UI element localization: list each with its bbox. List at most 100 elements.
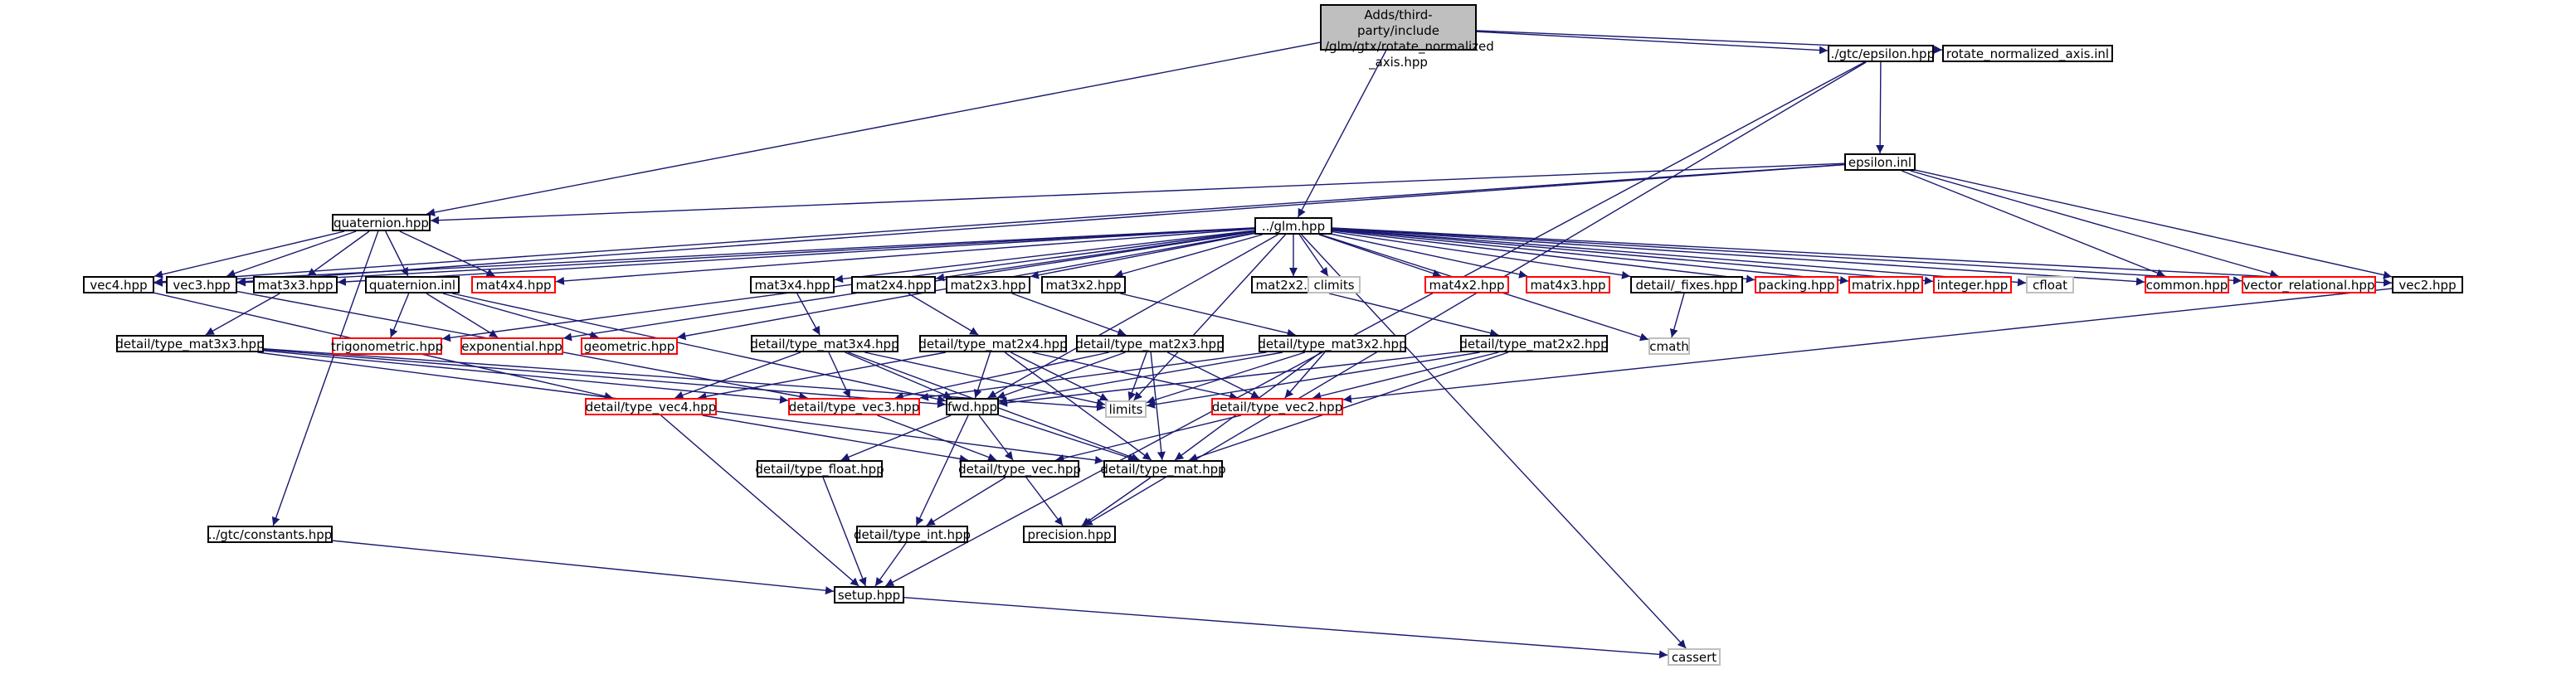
node-detail-type-mat-hpp[interactable]: detail/type_mat.hpp — [1100, 460, 1226, 478]
edge-type_mat2x2-to-limits — [1146, 352, 1480, 409]
edge-root-to-epsilon_hpp — [1476, 31, 1829, 55]
edge-glm_hpp-to-limits — [1133, 234, 1286, 401]
edge-type_vec4-to-type_vec — [702, 415, 968, 463]
edge-glm_hpp-to-mat3x4_hpp — [834, 230, 1255, 284]
edge-type_mat3x4-to-type_vec4 — [674, 352, 801, 400]
node-mat4x4-hpp: mat4x4.hpp — [471, 276, 556, 293]
edge-glm_hpp-to-mat4x2_hpp — [1318, 234, 1442, 278]
edge-mat2x2_hpp-to-type_mat2x2 — [1328, 293, 1499, 337]
node-geometric-hpp: geometric.hpp — [581, 337, 678, 355]
node-detail-fixes-hpp[interactable]: detail/_fixes.hpp — [1630, 276, 1743, 293]
node-detail-type-mat2x4-hpp[interactable]: detail/type_mat2x4.hpp — [918, 335, 1068, 352]
edge-type_mat2x4-to-type_vec4 — [698, 352, 947, 401]
edge-type_mat3x3-to-type_vec3 — [263, 350, 789, 404]
node-detail-type-vec3-hpp: detail/type_vec3.hpp — [788, 398, 920, 415]
node-mat4x3-hpp: mat4x3.hpp — [1526, 276, 1610, 293]
edge-type_mat3x4-to-fwd_hpp — [845, 352, 952, 399]
edge-glm_hpp-to-fwd_hpp — [987, 234, 1278, 399]
node-vec4-hpp[interactable]: vec4.hpp — [83, 276, 154, 293]
edge-type_mat2x2-to-type_vec2 — [1312, 352, 1499, 400]
edge-type_mat2x3-to-type_mat — [1150, 352, 1166, 461]
edge-type_mat2x4-to-type_mat — [1004, 352, 1152, 461]
edge-type_float-to-setup_hpp — [822, 477, 867, 587]
node-precision-hpp[interactable]: precision.hpp — [1023, 526, 1116, 543]
edge-type_mat2x2-to-fwd_hpp — [998, 351, 1461, 407]
edge-epsilon_inl-to-quaternion_hpp — [430, 162, 1845, 225]
edge-quaternion_inl-to-fwd_hpp — [452, 293, 947, 404]
edge-glm_hpp-to-mat2x3_hpp — [1030, 232, 1255, 279]
edge-quaternion_hpp-to-vec3_hpp — [226, 230, 357, 278]
node-mat3x2-hpp[interactable]: mat3x2.hpp — [1041, 276, 1126, 293]
node-mat3x4-hpp[interactable]: mat3x4.hpp — [750, 276, 835, 293]
edge-mat3x2_hpp-to-type_mat3x2 — [1120, 293, 1296, 337]
node-glm-hpp[interactable]: ../glm.hpp — [1254, 217, 1332, 235]
node-detail-type-mat2x2-hpp[interactable]: detail/type_mat2x2.hpp — [1459, 335, 1609, 352]
node-detail-type-vec4-hpp: detail/type_vec4.hpp — [585, 398, 717, 415]
node-mat3x3-hpp[interactable]: mat3x3.hpp — [253, 276, 338, 293]
edge-quaternion_hpp-to-vec4_hpp — [153, 230, 345, 279]
node-rotate-normalized-axis-inl[interactable]: rotate_normalized_axis.inl — [1942, 45, 2113, 62]
edge-quaternion_hpp-to-mat3x3_hpp — [307, 230, 370, 277]
edge-epsilon_hpp-to-precision_hpp — [1083, 61, 1867, 526]
node-cassert: cassert — [1668, 648, 1721, 666]
node-quaternion-hpp[interactable]: quaternion.hpp — [332, 214, 431, 231]
node-detail-type-vec2-hpp: detail/type_vec2.hpp — [1211, 398, 1343, 415]
edge-type_mat2x4-to-type_vec2 — [1032, 352, 1239, 400]
node-cfloat: cfloat — [2026, 276, 2074, 293]
edge-epsilon_inl-to-vector_relational_hpp — [1910, 170, 2279, 279]
edge-epsilon_inl-to-vec2_hpp — [1915, 169, 2393, 279]
node-exponential-hpp: exponential.hpp — [460, 337, 563, 355]
edge-type_mat2x4-to-limits — [1010, 352, 1109, 401]
node-mat4x2-hpp: mat4x2.hpp — [1424, 276, 1509, 293]
edge-type_vec-to-precision_hpp — [1025, 477, 1064, 526]
edge-mat2x4_hpp-to-type_mat2x4 — [908, 293, 979, 336]
node-vec3-hpp[interactable]: vec3.hpp — [166, 276, 237, 293]
edge-quaternion_inl-to-exponential_hpp — [426, 293, 499, 338]
edge-type_mat3x2-to-limits — [1146, 352, 1306, 405]
node-vector-relational-hpp: vector_relational.hpp — [2242, 276, 2376, 293]
node-quaternion-inl[interactable]: quaternion.inl — [365, 276, 460, 293]
edge-epsilon_hpp-to-setup_hpp — [884, 61, 1865, 587]
edge-glm_hpp-to-mat2x4_hpp — [935, 230, 1255, 282]
node-mat2x3-hpp[interactable]: mat2x3.hpp — [946, 276, 1030, 293]
node-gtc-epsilon-hpp[interactable]: ../gtc/epsilon.hpp — [1826, 45, 1936, 62]
node-climits: climits — [1307, 276, 1361, 293]
edge-glm_hpp-to-integer_hpp — [1332, 228, 1934, 285]
node-setup-hpp[interactable]: setup.hpp — [834, 586, 904, 604]
edge-type_mat2x3-to-type_vec3 — [894, 352, 1109, 400]
edge-fwd_hpp-to-type_vec — [978, 415, 1014, 461]
edge-mat2x3_hpp-to-type_mat2x3 — [1011, 293, 1127, 337]
edge-type_mat-to-precision_hpp — [1081, 477, 1152, 526]
node-detail-type-mat3x3-hpp[interactable]: detail/type_mat3x3.hpp — [115, 335, 265, 352]
node-fwd-hpp[interactable]: fwd.hpp — [946, 398, 999, 415]
node-gtc-constants-hpp[interactable]: ../gtc/constants.hpp — [207, 526, 333, 543]
node-detail-type-mat3x2-hpp[interactable]: detail/type_mat3x2.hpp — [1258, 335, 1407, 352]
node-vec2-hpp[interactable]: vec2.hpp — [2392, 276, 2463, 293]
edge-fixes_hpp-to-cmath — [1669, 293, 1685, 338]
edge-glm_hpp-to-vec3_hpp — [236, 227, 1255, 287]
node-epsilon-inl[interactable]: epsilon.inl — [1844, 153, 1916, 171]
node-detail-type-vec-hpp[interactable]: detail/type_vec.hpp — [958, 460, 1081, 478]
edge-type_int-to-setup_hpp — [874, 542, 907, 587]
edge-type_mat3x3-to-fwd_hpp — [263, 348, 947, 409]
node-mat2x4-hpp[interactable]: mat2x4.hpp — [851, 276, 936, 293]
edge-glm_hpp-to-mat4x4_hpp — [555, 228, 1255, 285]
node-detail-type-mat3x4-hpp[interactable]: detail/type_mat3x4.hpp — [750, 335, 899, 352]
edge-epsilon_inl-to-common_hpp — [1901, 170, 2166, 277]
edge-type_mat2x3-to-fwd_hpp — [996, 352, 1126, 400]
edge-epsilon_inl-to-vec4_hpp — [153, 163, 1845, 286]
node-detail-type-int-hpp[interactable]: detail/type_int.hpp — [853, 526, 971, 543]
edge-type_mat3x2-to-fwd_hpp — [998, 352, 1283, 405]
edge-type_mat3x3-to-limits — [263, 348, 1106, 412]
edge-type_mat3x2-to-type_vec2 — [1284, 352, 1326, 399]
edge-constants_hpp-to-setup_hpp — [332, 540, 835, 595]
node-detail-type-mat2x3-hpp[interactable]: detail/type_mat2x3.hpp — [1075, 335, 1225, 352]
edge-epsilon_hpp-to-epsilon_inl — [1876, 61, 1885, 154]
node-cmath: cmath — [1648, 337, 1690, 355]
edge-type_mat2x3-to-limits — [1127, 352, 1147, 401]
node-detail-type-float-hpp[interactable]: detail/type_float.hpp — [755, 460, 884, 478]
edge-fwd_hpp-to-type_float — [840, 415, 952, 461]
edge-glm_hpp-to-cassert — [1301, 234, 1687, 649]
edge-type_vec4-to-setup_hpp — [660, 415, 859, 587]
node-limits: limits — [1105, 400, 1147, 418]
